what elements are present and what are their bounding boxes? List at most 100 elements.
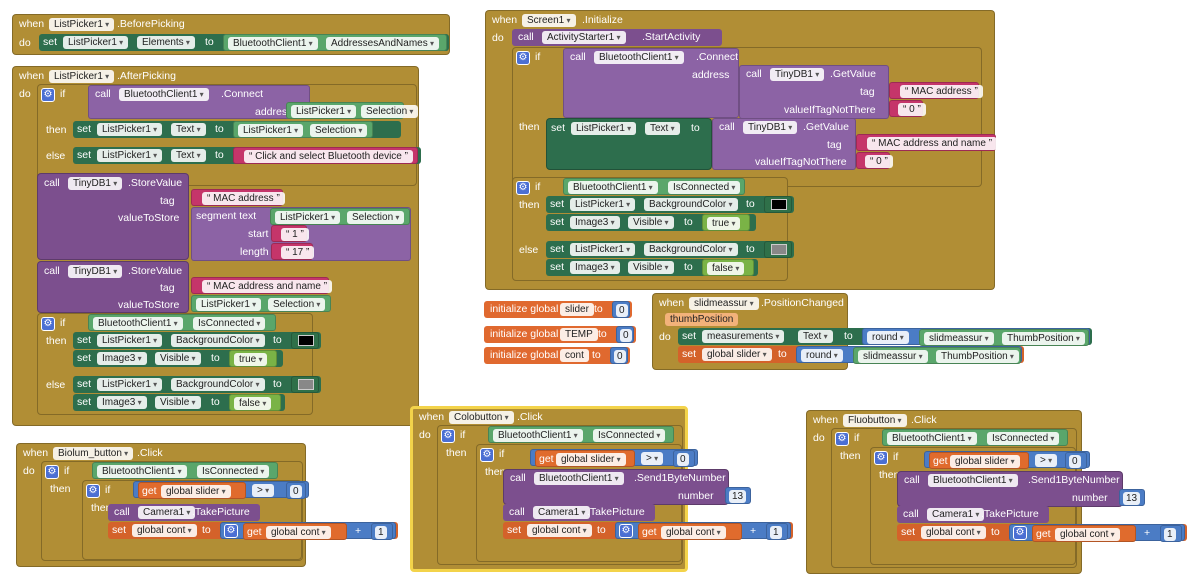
value-component-dropdown[interactable]: BluetoothClient1 [228,37,318,50]
set-visible-statement[interactable]: set Image3 Visible to false [73,394,285,411]
condition-property-dropdown[interactable]: IsConnected [593,429,666,442]
color-block[interactable] [291,376,319,393]
condition-property-dropdown[interactable]: IsConnected [668,181,741,194]
default-text-literal-block[interactable]: “ 0 ” [856,152,893,169]
color-block[interactable] [764,196,792,213]
value-component-dropdown[interactable]: ListPicker1 [196,298,262,311]
number-block[interactable]: 1 [766,523,788,540]
call-component-dropdown[interactable]: TinyDB1 [770,68,825,81]
value-socket[interactable]: BluetoothClient1 AddressesAndNames [223,34,447,51]
condition-component-dropdown[interactable]: BluetoothClient1 [887,432,977,445]
connect-call-block[interactable]: call BluetoothClient1 .Connect address [88,85,310,119]
boolean-dropdown[interactable]: false [707,262,745,275]
variable-dropdown[interactable]: global cont [527,524,592,537]
thumbposition-socket[interactable]: slidmeassur ThumbPosition [853,347,1021,364]
mutator-gear-icon[interactable]: ⚙ [516,181,530,195]
takepicture-call-statement[interactable]: call Camera1 .TakePicture [503,504,655,521]
getvalue-call-block[interactable]: call TinyDB1 .GetValue tag valueIfTagNot… [739,65,889,119]
color-swatch[interactable] [298,379,314,390]
number-literal[interactable]: 0 [616,304,628,317]
set-visible-statement[interactable]: set Image3 Visible to false [546,259,758,276]
property-dropdown[interactable]: Visible [155,352,201,365]
length-text-literal[interactable]: “ 17 ” [281,246,315,259]
condition-property-dropdown[interactable]: IsConnected [987,432,1060,445]
send1bytenumber-call-block[interactable]: call BluetoothClient1 .Send1ByteNumber n… [897,471,1123,507]
variable-dropdown[interactable]: global slider [556,453,626,466]
property-dropdown[interactable]: Text [798,330,833,343]
condition-socket[interactable]: BluetoothClient1 IsConnected [488,426,674,443]
boolean-dropdown[interactable]: true [707,217,741,230]
mutator-gear-icon[interactable]: ⚙ [224,524,238,538]
call-component-dropdown[interactable]: TinyDB1 [68,265,123,278]
color-block[interactable] [764,241,792,258]
startactivity-call-statement[interactable]: call ActivityStarter1 .StartActivity [512,29,722,46]
condition-socket[interactable]: BluetoothClient1 IsConnected [882,429,1068,446]
property-dropdown[interactable]: Elements [137,36,195,49]
property-dropdown[interactable]: BackgroundColor [171,378,265,391]
color-swatch[interactable] [298,335,314,346]
set-visible-statement[interactable]: set Image3 Visible to true [73,350,283,367]
number-block[interactable]: 0 [610,347,628,364]
value-socket[interactable]: ListPicker1 Selection [233,121,373,138]
round-block[interactable]: round slidmeassur ThumbPosition [862,328,1090,346]
mutator-gear-icon[interactable]: ⚙ [619,524,633,538]
call-component-dropdown[interactable]: BluetoothClient1 [119,88,209,101]
target-dropdown[interactable]: Image3 [97,396,147,409]
segment-value-socket[interactable]: ListPicker1 Selection [270,208,410,225]
boolean-dropdown[interactable]: false [234,397,272,410]
var-name-field[interactable]: TEMP [560,328,598,341]
condition-component-dropdown[interactable]: BluetoothClient1 [568,181,658,194]
address-property-dropdown[interactable]: Selection [361,105,419,118]
number-block[interactable]: 1 [1160,525,1182,542]
component-dropdown[interactable]: ListPicker1 [49,18,115,31]
number-literal[interactable]: 0 [677,453,689,466]
number-literal[interactable]: 13 [1123,492,1141,505]
component-dropdown[interactable]: Colobutton [449,411,514,424]
call-component-dropdown[interactable]: Camera1 [533,506,591,519]
value-property-dropdown[interactable]: Selection [268,298,326,311]
set-backgroundcolor-statement[interactable]: set ListPicker1 BackgroundColor to [546,241,794,258]
color-block[interactable] [291,332,319,349]
global-var-slider[interactable]: initialize global slider to 0 [484,301,632,318]
event-block-listpicker1-beforepicking[interactable]: when ListPicker1 .BeforePicking do set L… [12,14,450,55]
number-block[interactable]: 0 [612,301,630,318]
variable-dropdown[interactable]: global slider [161,485,231,498]
call-component-dropdown[interactable]: TinyDB1 [743,121,798,134]
property-dropdown[interactable]: Visible [628,261,674,274]
mutator-gear-icon[interactable]: ⚙ [480,448,494,462]
property-dropdown[interactable]: Text [645,122,680,135]
tag-text-literal-block[interactable]: “ MAC address ” [889,82,983,99]
component-dropdown[interactable]: slidmeassur [689,297,759,310]
condition-property-dropdown[interactable]: IsConnected [197,465,270,478]
property-dropdown[interactable]: Visible [155,396,201,409]
target-dropdown[interactable]: Image3 [97,352,147,365]
global-var-cont[interactable]: initialize global cont to 0 [484,347,630,364]
event-block-listpicker1-afterpicking[interactable]: when ListPicker1 .AfterPicking do ⚙ if c… [12,66,421,426]
value-property-dropdown[interactable]: AddressesAndNames [326,37,439,50]
condition-component-dropdown[interactable]: BluetoothClient1 [493,429,583,442]
valuetostore-socket[interactable]: ListPicker1 Selection [191,295,331,312]
getvalue-call-block[interactable]: call TinyDB1 .GetValue tag valueIfTagNot… [712,118,856,170]
set-text-statement[interactable]: set ListPicker1 Text to ListPicker1 Sele… [73,121,401,138]
condition-component-dropdown[interactable]: BluetoothClient1 [97,465,187,478]
condition-socket[interactable]: BluetoothClient1 IsConnected [88,314,276,331]
boolean-block[interactable]: true [229,350,277,367]
storevalue-call-block[interactable]: call TinyDB1 .StoreValue tag valueToStor… [37,261,189,313]
tag-text-literal[interactable]: “ MAC address ” [900,85,983,98]
if-else-block[interactable]: ⚙ if BluetoothClient1 IsConnected then s… [37,313,321,415]
if-else-block[interactable]: ⚙ if call BluetoothClient1 .Connect addr… [37,84,421,186]
segment-property-dropdown[interactable]: Selection [347,211,405,224]
call-component-dropdown[interactable]: ActivityStarter1 [542,31,626,44]
property-dropdown[interactable]: BackgroundColor [644,243,738,256]
number-block[interactable]: 13 [725,487,751,504]
mutator-gear-icon[interactable]: ⚙ [86,484,100,498]
mutator-gear-icon[interactable]: ⚙ [45,465,59,479]
tag-text-literal[interactable]: “ MAC address and name ” [867,137,998,150]
target-dropdown[interactable]: ListPicker1 [570,243,636,256]
mutator-gear-icon[interactable]: ⚙ [1013,526,1027,540]
